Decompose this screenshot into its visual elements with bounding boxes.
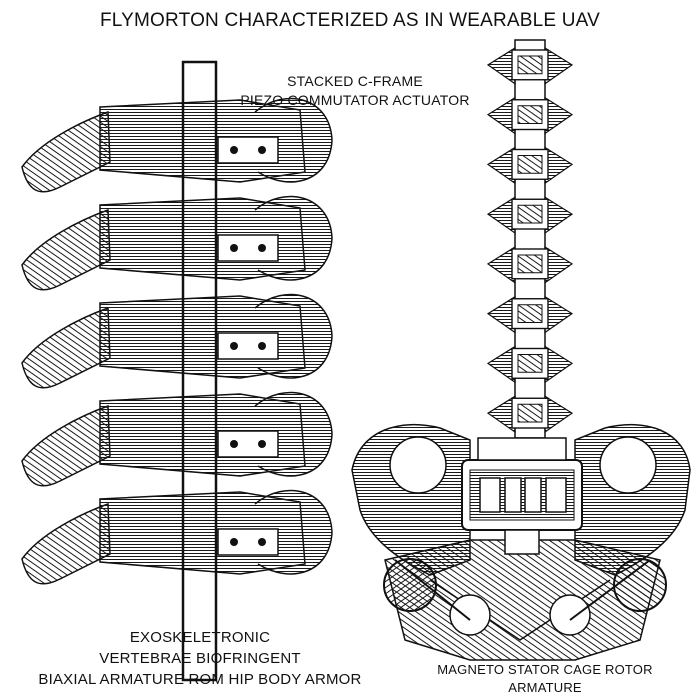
actuator-label-line2: PIEZO COMMUTATOR ACTUATOR [240, 92, 470, 108]
spine-column [486, 39, 574, 439]
vertebra [21, 489, 333, 585]
vertebra [21, 97, 333, 193]
exo-label-line1: EXOSKELETRONIC [129, 629, 271, 646]
magneto-label-line1: MAGNETO STATOR CAGE ROTOR [437, 662, 653, 677]
actuator-label: STACKED C-FRAME PIEZO COMMUTATOR ACTUATO… [225, 72, 485, 110]
spine-segment [486, 395, 574, 434]
exo-label-line2: VERTEBRAE BIOFRINGENT [99, 650, 301, 667]
exo-label-line3: BIAXIAL ARMATURE ROM HIP BODY ARMOR [38, 671, 362, 688]
c-frame-outline [181, 60, 218, 682]
diagram-title: FLYMORTON CHARACTERIZED AS IN WEARABLE U… [99, 10, 601, 31]
actuator-label-line1: STACKED C-FRAME [287, 73, 423, 89]
vertebra [21, 195, 333, 291]
vertebra [21, 391, 333, 487]
magneto-label: MAGNETO STATOR CAGE ROTOR ARMATURE [395, 661, 695, 697]
spine-segment [486, 46, 574, 85]
magneto-label-line2: ARMATURE [508, 680, 582, 695]
spine-segment [486, 146, 574, 185]
spine-segment [486, 295, 574, 334]
exoskeleton-label: EXOSKELETRONIC VERTEBRAE BIOFRINGENT BIA… [0, 627, 400, 690]
spine-segment [486, 96, 574, 135]
spine-segment [486, 245, 574, 284]
spine-segment [486, 345, 574, 384]
pelvis-armature [351, 423, 691, 661]
vertebra [21, 293, 333, 389]
vertebrae-stack [21, 97, 333, 585]
spine-segment [486, 196, 574, 235]
